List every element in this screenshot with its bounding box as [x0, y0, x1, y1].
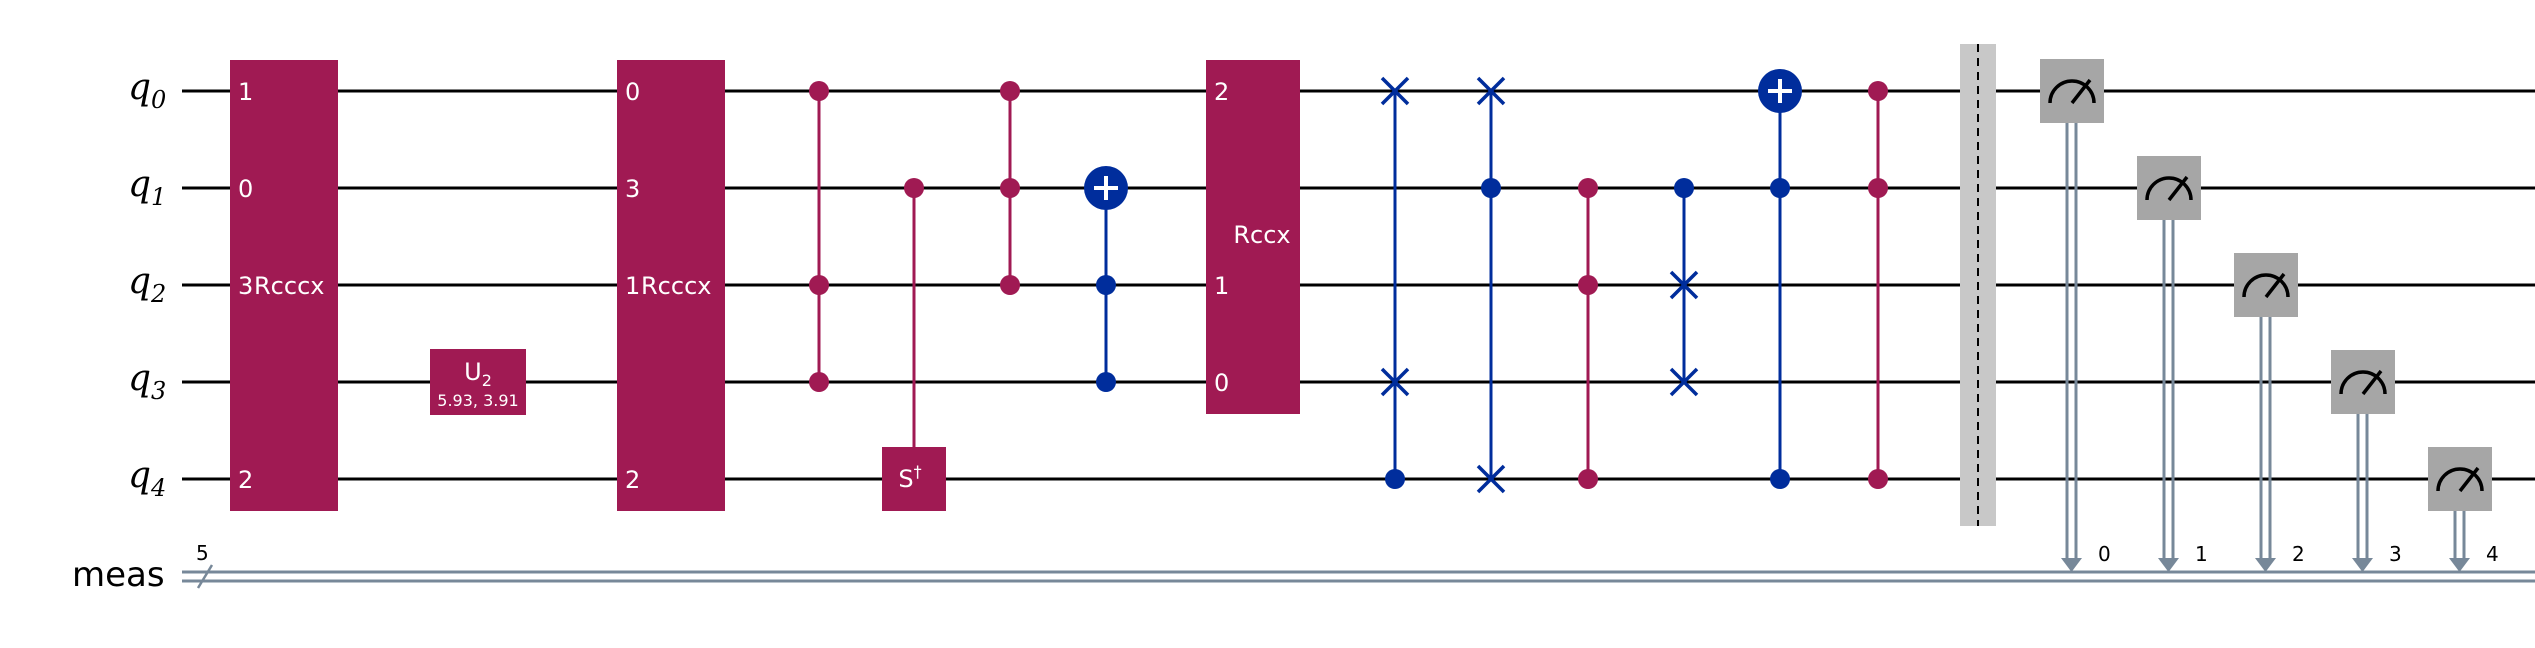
ccz-gate-2: [1000, 81, 1020, 295]
rccx-gate-box: [1206, 60, 1300, 414]
control-dot: [1868, 81, 1888, 101]
controlled-sdg-gate: S†: [882, 178, 946, 511]
qubit-label-q4: q4: [128, 455, 166, 502]
rcccx-gate-1-pin-q1: 0: [238, 175, 253, 203]
rccx-gate-pin-q2: 1: [1214, 272, 1229, 300]
qubit-label-q2: q2: [128, 261, 166, 308]
rcccx-gate-2-label: Rcccx: [641, 272, 711, 300]
control-dot: [809, 275, 829, 295]
control-dot: [1000, 275, 1020, 295]
sdg-gate-box: [882, 447, 946, 511]
measurement-2: 2: [2234, 253, 2305, 572]
rcccx-gate-1-box: [230, 60, 338, 511]
control-dot: [1868, 469, 1888, 489]
measurement-meter-icon: [2137, 156, 2201, 220]
rcccx-gate-1-pin-q0: 1: [238, 78, 253, 106]
rcccx-gate-2-pin-q2: 1: [625, 272, 640, 300]
control-dot: [1096, 372, 1116, 392]
control-dot: [1000, 81, 1020, 101]
cnot-target-icon: [1084, 166, 1128, 210]
measurement-0: 0: [2040, 59, 2111, 572]
register-size: 5: [196, 541, 209, 565]
measurement-3: 3: [2331, 350, 2402, 572]
rcccx-gate-2-pin-q0: 0: [625, 78, 640, 106]
control-dot: [1578, 275, 1598, 295]
control-dot: [1096, 275, 1116, 295]
rcccx-gate-2-pin-q4: 2: [625, 466, 640, 494]
rccx-gate-pin-q0: 2: [1214, 78, 1229, 106]
control-dot: [1578, 178, 1598, 198]
measurement-bit-label-2: 2: [2292, 542, 2305, 566]
rcccx-gate-1-label: Rcccx: [254, 272, 324, 300]
control-dot: [1385, 469, 1405, 489]
control-dot: [904, 178, 924, 198]
control-dot: [1000, 178, 1020, 198]
measurement-bit-label-0: 0: [2098, 542, 2111, 566]
measurement-meter-icon: [2331, 350, 2395, 414]
rcccx-gate-2: 0 3 1 2 Rcccx: [617, 60, 725, 511]
qubit-label-q1: q1: [128, 164, 166, 211]
control-dot: [809, 372, 829, 392]
ccx-gate-1: [1084, 166, 1128, 392]
control-dot: [1868, 178, 1888, 198]
measurement-meter-icon: [2428, 447, 2492, 511]
rccx-gate-pin-q3: 0: [1214, 369, 1229, 397]
barrier: [1960, 44, 1996, 526]
cswap-gate-2: [1476, 76, 1506, 494]
u2-gate-params: 5.93, 3.91: [437, 391, 518, 410]
ccz-gate-3: [1578, 178, 1598, 489]
measurement-bit-label-1: 1: [2195, 542, 2208, 566]
rcccx-gate-1: 1 0 3 2 Rcccx: [230, 60, 338, 511]
u2-gate-box: [430, 349, 526, 415]
control-dot: [1674, 178, 1694, 198]
measurement-4: 4: [2428, 447, 2499, 572]
rcccx-gate-2-pin-q1: 3: [625, 175, 640, 203]
rcccx-gate-1-pin-q4: 2: [238, 466, 253, 494]
swap-x-icon: [1476, 76, 1506, 106]
swap-x-icon: [1669, 270, 1699, 300]
classical-wire: 5: [182, 541, 2535, 589]
qubit-label-q0: q0: [128, 67, 166, 114]
control-dot: [809, 81, 829, 101]
cswap-gate-3: [1669, 178, 1699, 397]
rcccx-gate-2-box: [617, 60, 725, 511]
measurement-meter-icon: [2040, 59, 2104, 123]
swap-x-icon: [1669, 367, 1699, 397]
ccz-gate-1: [809, 81, 829, 392]
cswap-gate-1: [1380, 76, 1410, 489]
ccx-gate-2: [1758, 69, 1802, 489]
classical-register-label: meas: [72, 555, 165, 595]
rccx-gate: 2 1 0 Rccx: [1206, 60, 1300, 414]
measurement-1: 1: [2137, 156, 2208, 572]
rccx-gate-label: Rccx: [1233, 221, 1290, 249]
control-dot: [1770, 178, 1790, 198]
bundle-slash-icon: [196, 564, 214, 589]
qubit-label-q3: q3: [128, 358, 166, 405]
measurement-meter-icon: [2234, 253, 2298, 317]
control-dot: [1770, 469, 1790, 489]
u2-gate-label: U2: [464, 358, 492, 390]
u2-gate: U2 5.93, 3.91: [430, 349, 526, 415]
cnot-target-icon: [1758, 69, 1802, 113]
qubit-labels: q0 q1 q2 q3 q4 meas: [72, 67, 166, 595]
control-dot: [1481, 178, 1501, 198]
control-dot: [1578, 469, 1598, 489]
measurement-bit-label-3: 3: [2389, 542, 2402, 566]
swap-x-icon: [1476, 464, 1506, 494]
qubit-wires: [182, 89, 2535, 481]
ccz-gate-4: [1868, 81, 1888, 489]
measurement-bit-label-4: 4: [2486, 542, 2499, 566]
swap-x-icon: [1380, 367, 1410, 397]
rcccx-gate-1-pin-q2: 3: [238, 272, 253, 300]
swap-x-icon: [1380, 76, 1410, 106]
sdg-gate-label: S†: [898, 462, 921, 493]
